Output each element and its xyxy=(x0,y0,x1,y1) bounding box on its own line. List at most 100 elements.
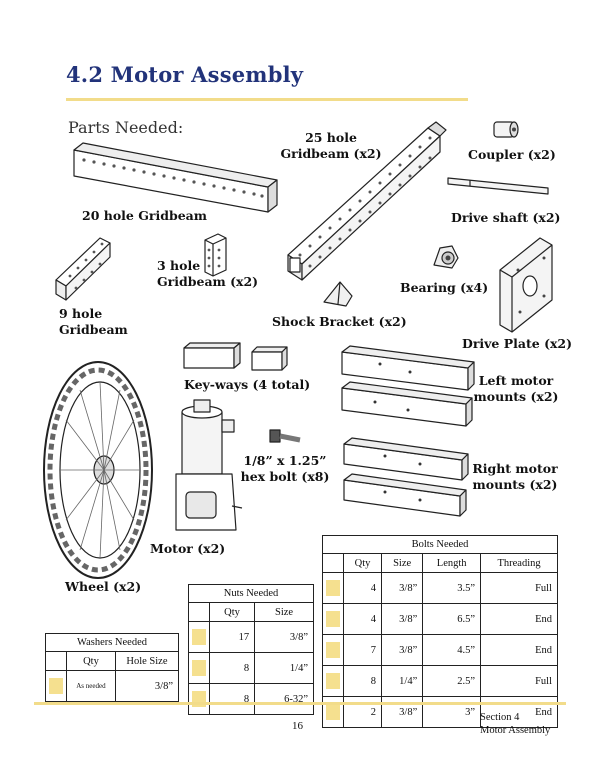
label-line: 25 hole xyxy=(305,130,357,145)
bolts-length: 2.5” xyxy=(422,665,482,697)
label-line: 1/8” x 1.25” xyxy=(243,453,327,468)
gridbeam-3-hole-illustration xyxy=(204,233,227,277)
bolts-qty: 4 xyxy=(343,603,382,635)
label-gridbeam-3: 3 hole Gridbeam (x2) xyxy=(157,258,258,290)
label-bearing: Bearing (x4) xyxy=(400,280,489,295)
gridbeam-9-hole-illustration xyxy=(55,237,111,301)
nuts-qty: 8 xyxy=(208,683,256,715)
label-drive-plate: Drive Plate (x2) xyxy=(462,336,573,351)
bolts-threading: End xyxy=(480,696,558,728)
label-wheel: Wheel (x2) xyxy=(65,579,142,594)
page-number: 16 xyxy=(292,720,303,732)
washers-swatch-header xyxy=(45,651,67,671)
table-row: 17 3/8” xyxy=(188,621,314,653)
label-line: 3 hole xyxy=(157,258,201,273)
nuts-header-size: Size xyxy=(254,602,314,622)
bolts-threading: End xyxy=(480,634,558,666)
label-line: Gridbeam xyxy=(59,322,128,337)
gridbeam-20-hole-illustration xyxy=(73,142,278,213)
drive-plate-illustration xyxy=(499,237,553,333)
bolts-qty: 2 xyxy=(343,696,382,728)
label-shock-bracket: Shock Bracket (x2) xyxy=(272,314,407,329)
nuts-size: 3/8” xyxy=(254,621,314,653)
shock-bracket-illustration xyxy=(323,281,353,307)
coupler-illustration xyxy=(493,121,519,138)
bolts-header-size: Size xyxy=(380,553,424,573)
bolts-size: 3/8” xyxy=(380,634,424,666)
table-row: 4 3/8” 6.5” End xyxy=(322,603,558,635)
label-right-motor-mounts: Right motor mounts (x2) xyxy=(470,461,560,493)
swatch xyxy=(322,572,344,604)
label-coupler: Coupler (x2) xyxy=(468,147,556,162)
label-gridbeam-20: 20 hole Gridbeam xyxy=(82,208,207,223)
right-motor-mounts-illustration xyxy=(343,437,469,517)
table-row: 8 1/4” xyxy=(188,652,314,684)
title-underline xyxy=(66,98,468,101)
nuts-swatch-header xyxy=(188,602,210,622)
nuts-size: 1/4” xyxy=(254,652,314,684)
bolts-size: 1/4” xyxy=(380,665,424,697)
bolts-size: 3/8” xyxy=(380,572,424,604)
nuts-size: 6-32” xyxy=(254,683,314,715)
bolts-qty: 4 xyxy=(343,572,382,604)
nuts-qty: 17 xyxy=(208,621,256,653)
washers-size: 3/8” xyxy=(114,670,180,702)
swatch xyxy=(322,665,344,697)
table-row: 7 3/8” 4.5” End xyxy=(322,634,558,666)
label-line: mounts (x2) xyxy=(473,389,559,404)
bolts-header-threading: Threading xyxy=(480,553,558,573)
label-gridbeam-25: 25 hole Gridbeam (x2) xyxy=(276,130,386,162)
label-line: hex bolt (x8) xyxy=(240,469,330,484)
keyways-illustration xyxy=(183,342,288,371)
washers-header-qty: Qty xyxy=(66,651,116,671)
nuts-table: Nuts Needed Qty Size 17 3/8” 8 1/4” 8 6-… xyxy=(188,584,314,715)
bearing-illustration xyxy=(433,245,459,269)
footer-section: Section 4 Motor Assembly xyxy=(480,711,550,737)
washers-table: Washers Needed Qty Hole Size As needed 3… xyxy=(45,633,180,702)
hex-bolt-illustration xyxy=(269,429,301,443)
nuts-header-qty: Qty xyxy=(208,602,256,622)
bolts-header-length: Length xyxy=(422,553,482,573)
label-motor: Motor (x2) xyxy=(150,541,226,556)
drive-shaft-illustration xyxy=(447,177,549,195)
table-row: As needed 3/8” xyxy=(45,670,180,702)
bolts-size: 3/8” xyxy=(380,696,424,728)
wheel-illustration xyxy=(43,361,153,579)
label-line: 9 hole xyxy=(59,306,103,321)
label-keyways: Key-ways (4 total) xyxy=(184,377,311,392)
label-drive-shaft: Drive shaft (x2) xyxy=(451,210,561,225)
washers-header-size: Hole Size xyxy=(114,651,180,671)
label-gridbeam-9: 9 hole Gridbeam xyxy=(59,306,128,338)
nuts-qty: 8 xyxy=(208,652,256,684)
washers-caption: Washers Needed xyxy=(45,633,179,652)
bolts-threading: Full xyxy=(480,572,558,604)
bolts-length: 6.5” xyxy=(422,603,482,635)
page-title: 4.2 Motor Assembly xyxy=(66,62,304,87)
swatch xyxy=(188,683,210,715)
washers-qty: As needed xyxy=(66,670,116,702)
motor-illustration xyxy=(175,399,243,531)
table-row: 8 1/4” 2.5” Full xyxy=(322,665,558,697)
label-line: Gridbeam (x2) xyxy=(280,146,382,161)
label-line: Gridbeam (x2) xyxy=(157,274,259,289)
swatch xyxy=(322,603,344,635)
swatch xyxy=(188,621,210,653)
footer-section-title: Motor Assembly xyxy=(480,725,551,736)
bolts-table: Bolts Needed Qty Size Length Threading 4… xyxy=(322,535,558,728)
left-motor-mounts-illustration xyxy=(341,345,475,427)
swatch xyxy=(45,670,67,702)
label-line: Right motor xyxy=(472,461,558,476)
footer-rule xyxy=(34,702,566,705)
table-row: 8 6-32” xyxy=(188,683,314,715)
swatch xyxy=(322,634,344,666)
label-line: mounts (x2) xyxy=(472,477,558,492)
gridbeam-25-hole-illustration xyxy=(287,121,447,281)
bolts-size: 3/8” xyxy=(380,603,424,635)
parts-heading: Parts Needed: xyxy=(68,118,184,137)
bolts-qty: 8 xyxy=(343,665,382,697)
bolts-threading: Full xyxy=(480,665,558,697)
bolts-threading: End xyxy=(480,603,558,635)
table-row: 4 3/8” 3.5” Full xyxy=(322,572,558,604)
nuts-caption: Nuts Needed xyxy=(188,584,314,603)
